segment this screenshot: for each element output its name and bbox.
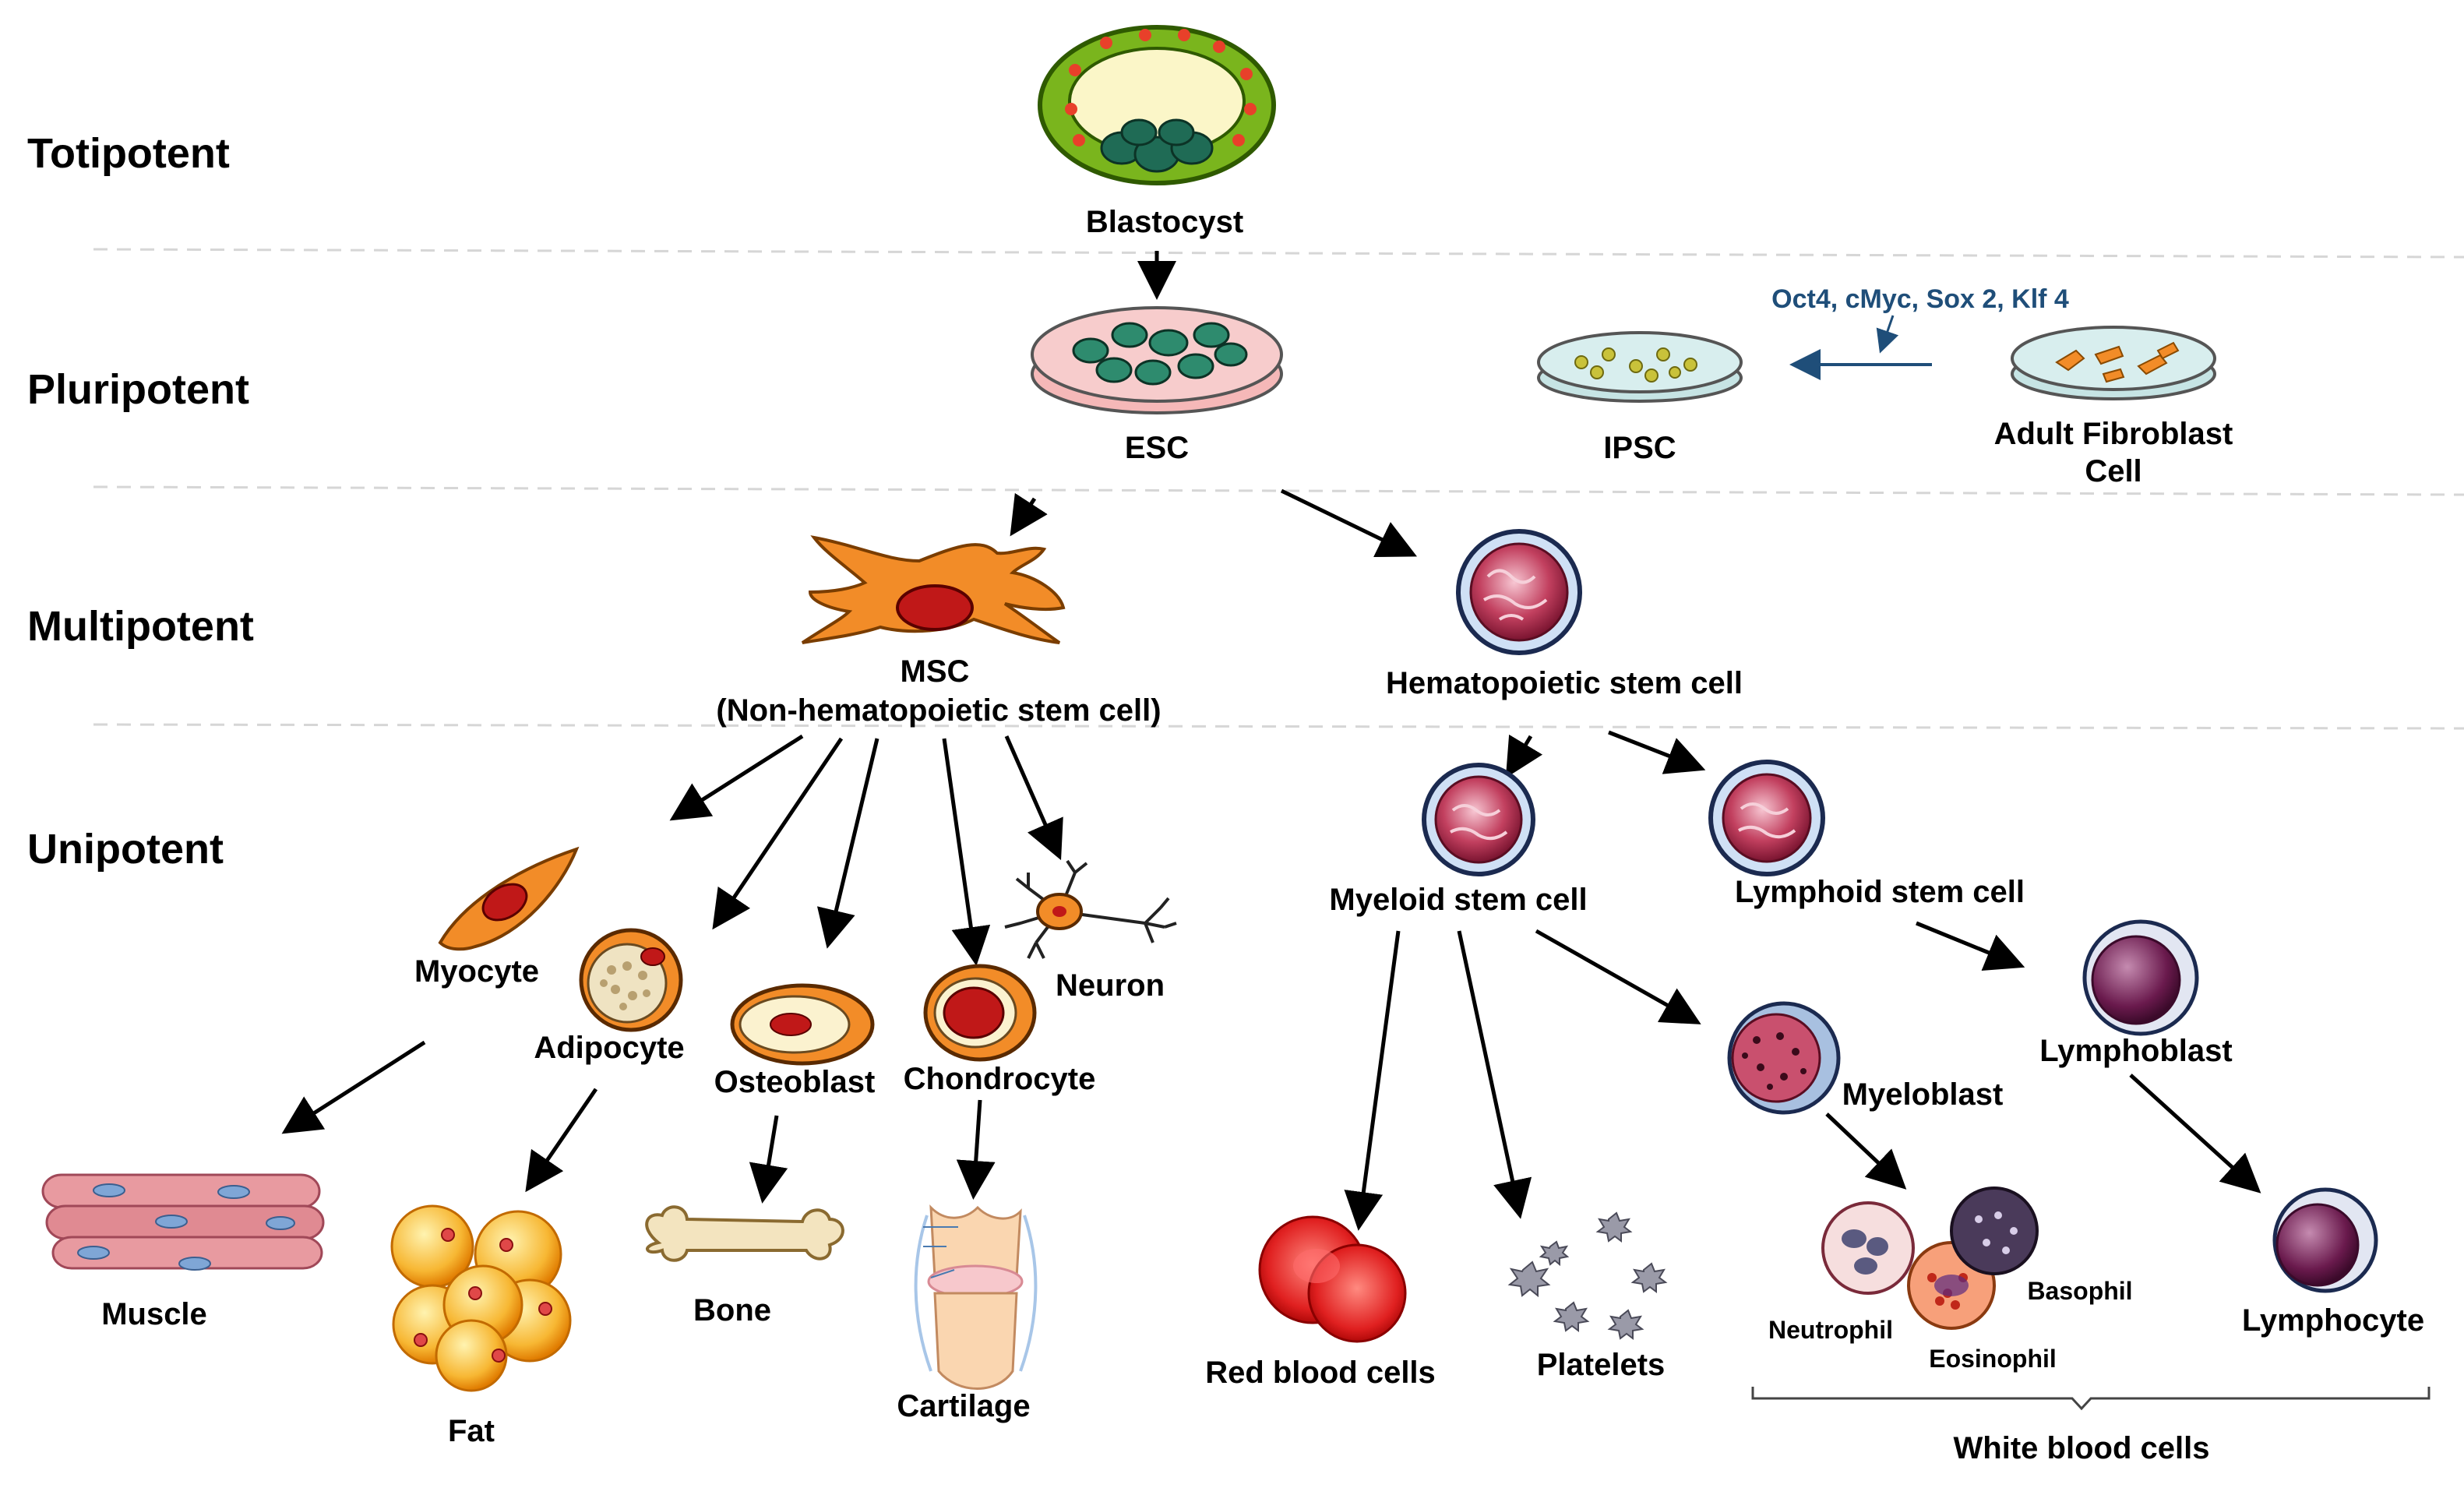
esc-label: ESC	[1125, 431, 1189, 465]
arrow-myeloblast-to-wbc	[1825, 1112, 1907, 1190]
bone-label: Bone	[693, 1293, 771, 1328]
lymphocyte-label: Lymphocyte	[2242, 1303, 2424, 1338]
msc-label-line2: (Non-hematopoietic stem cell)	[716, 693, 1161, 728]
arrow-esc-to-hsc	[1280, 488, 1417, 558]
reprogramming-factors-label: Oct4, cMyc, Sox 2, Klf 4	[1771, 284, 2069, 314]
msc-label-line1: MSC	[901, 654, 970, 689]
neuron-icon	[1004, 859, 1177, 959]
lymphoid-stem-cell-label: Lymphoid stem cell	[1735, 875, 2025, 909]
arrow-lymphoblast-to-lymphocyte	[2129, 1074, 2261, 1194]
platelets-icon	[1507, 1211, 1668, 1340]
arrow-adipocyte-to-fat	[525, 1088, 598, 1193]
platelets-label: Platelets	[1537, 1348, 1666, 1382]
hsc-label: Hematopoietic stem cell	[1386, 666, 1743, 700]
lymphocyte-icon	[2272, 1187, 2378, 1293]
myocyte-label: Myocyte	[414, 954, 539, 989]
arrow-hsc-to-lymphoid	[1608, 730, 1706, 774]
myeloblast-label: Myeloblast	[1842, 1077, 2004, 1112]
arrow-myocyte-to-muscle	[281, 1040, 426, 1134]
white-blood-cells-brace	[1751, 1387, 2431, 1411]
esc-dish-icon	[1031, 306, 1283, 414]
bone-icon	[645, 1205, 844, 1262]
arrow-hsc-to-myeloid	[1505, 734, 1543, 778]
cartilage-joint-icon	[914, 1204, 1038, 1390]
arrow-myeloid-to-rbc	[1344, 930, 1401, 1231]
factor-pointer-arrow	[1876, 315, 1899, 354]
ipsc-dish-icon	[1537, 331, 1743, 403]
arrow-chondrocyte-to-cartilage	[956, 1099, 996, 1200]
separator-totipotent-pluripotent	[93, 248, 2464, 259]
msc-cell-icon	[801, 535, 1066, 644]
neuron-label: Neuron	[1056, 968, 1165, 1003]
level-label-unipotent: Unipotent	[27, 826, 224, 873]
lymphoblast-label: Lymphoblast	[2039, 1034, 2232, 1068]
cartilage-label: Cartilage	[897, 1389, 1030, 1423]
myeloid-stem-cell-icon	[1422, 763, 1535, 876]
arrow-lymphoid-to-lymphoblast	[1916, 921, 2025, 971]
fat-tissue-icon	[390, 1204, 572, 1392]
osteoblast-icon	[730, 983, 875, 1066]
level-separators	[93, 248, 2464, 730]
myocyte-icon	[438, 846, 580, 951]
arrow-msc-to-neuron	[1004, 735, 1063, 861]
arrow-myeloid-to-platelets	[1457, 930, 1532, 1219]
red-blood-cells-label: Red blood cells	[1205, 1356, 1436, 1390]
muscle-tissue-icon	[41, 1173, 325, 1271]
muscle-label: Muscle	[101, 1297, 207, 1331]
adult-fibroblast-label-line2: Cell	[2085, 454, 2141, 488]
white-blood-cells-label: White blood cells	[1954, 1431, 2210, 1465]
fat-label: Fat	[448, 1414, 495, 1448]
separator-pluripotent-multipotent	[93, 485, 2464, 496]
myeloid-stem-cell-label: Myeloid stem cell	[1329, 883, 1587, 917]
separator-multipotent-unipotent	[93, 723, 2464, 730]
arrow-msc-to-chondrocyte	[942, 738, 991, 966]
lymphoid-stem-cell-icon	[1708, 760, 1825, 876]
level-label-pluripotent: Pluripotent	[27, 366, 249, 413]
blastocyst-icon	[1038, 25, 1276, 185]
arrow-esc-to-msc	[1010, 492, 1048, 537]
ipsc-label: IPSC	[1603, 431, 1676, 465]
arrow-myeloid-to-myeloblast	[1535, 929, 1701, 1024]
adipocyte-icon	[579, 928, 683, 1032]
neutrophil-label: Neutrophil	[1768, 1316, 1893, 1344]
level-label-multipotent: Multipotent	[27, 603, 254, 650]
hematopoietic-stem-cell-icon	[1456, 529, 1582, 655]
level-label-totipotent: Totipotent	[27, 130, 230, 177]
arrow-msc-to-myocyte	[669, 734, 804, 821]
white-blood-cells-icon	[1821, 1186, 2039, 1330]
arrow-osteoblast-to-bone	[749, 1115, 788, 1204]
chondrocyte-label: Chondrocyte	[904, 1062, 1096, 1096]
adult-fibroblast-dish-icon	[2011, 326, 2216, 400]
eosinophil-label: Eosinophil	[1929, 1345, 2057, 1373]
adult-fibroblast-label-line1: Adult Fibroblast	[1994, 417, 2233, 451]
osteoblast-label: Osteoblast	[714, 1065, 876, 1099]
basophil-label: Basophil	[2027, 1277, 2132, 1305]
myeloblast-icon	[1727, 1001, 1841, 1115]
lymphoblast-icon	[2082, 919, 2199, 1036]
adipocyte-label: Adipocyte	[534, 1031, 684, 1065]
red-blood-cells-icon	[1258, 1215, 1407, 1343]
arrow-msc-to-osteoblast	[816, 738, 879, 949]
arrow-msc-to-adipocyte	[712, 737, 844, 930]
blastocyst-label: Blastocyst	[1086, 205, 1243, 239]
chondrocyte-icon	[923, 964, 1037, 1062]
